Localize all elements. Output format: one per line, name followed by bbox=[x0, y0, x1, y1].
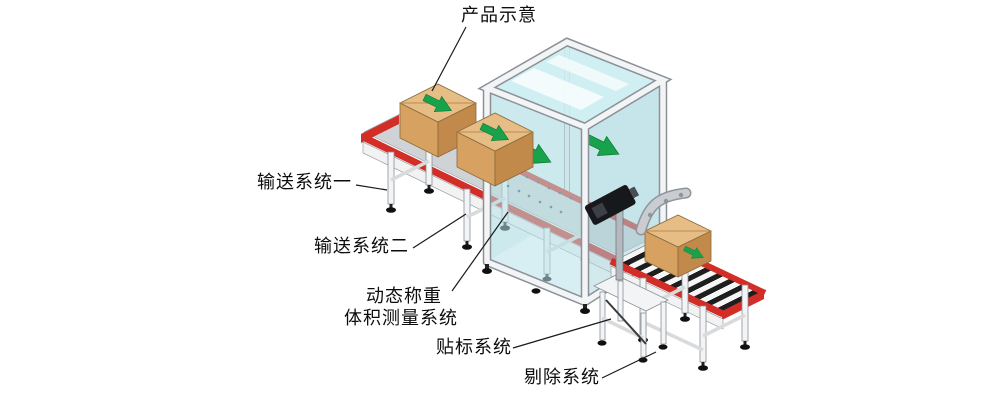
applicator-arm bbox=[637, 189, 690, 234]
labeling-unit bbox=[584, 185, 692, 363]
leader-rejecting bbox=[601, 351, 657, 379]
outfeed-front-rail bbox=[609, 257, 725, 318]
leader-lines bbox=[355, 26, 657, 379]
label-conveyor-two: 输送系统二 bbox=[314, 236, 409, 257]
arm-hole bbox=[663, 198, 669, 204]
leader-conveyor-two bbox=[412, 213, 467, 249]
infeed-crossbar bbox=[390, 159, 430, 182]
cabinet-foot bbox=[531, 288, 541, 294]
label-labeling: 贴标系统 bbox=[436, 337, 512, 358]
leader-labeling bbox=[512, 318, 612, 349]
arm-hole bbox=[647, 212, 653, 218]
glass-highlight bbox=[511, 68, 604, 110]
outfeed-crossbar bbox=[642, 320, 704, 352]
label-product: 产品示意 bbox=[461, 5, 537, 26]
leveling-foot bbox=[680, 316, 690, 322]
label-weighing-line2: 体积测量系统 bbox=[344, 308, 458, 329]
leader-conveyor-one bbox=[355, 184, 388, 191]
labeler-stand-leg bbox=[617, 280, 624, 322]
labeler-stand-leg bbox=[660, 301, 667, 345]
arm-hole bbox=[678, 192, 684, 198]
outfeed-crossbar bbox=[702, 313, 746, 338]
reject-conveyor bbox=[609, 237, 767, 371]
product-box-3 bbox=[644, 214, 712, 278]
product-box-1 bbox=[399, 83, 477, 158]
leader-product bbox=[431, 26, 467, 92]
leveling-foot bbox=[698, 365, 708, 371]
cabinet-foot bbox=[482, 268, 492, 274]
cabinet-foot bbox=[580, 308, 590, 314]
product-box-2 bbox=[456, 112, 534, 187]
leveling-foot bbox=[386, 207, 396, 213]
labeler-pole bbox=[615, 209, 624, 281]
label-rejecting: 剔除系统 bbox=[524, 367, 600, 388]
infeed-end-cap bbox=[361, 115, 399, 143]
label-print-head bbox=[584, 185, 640, 225]
labeler-stand-leg bbox=[599, 291, 606, 341]
leveling-foot bbox=[424, 188, 434, 194]
leveling-foot bbox=[658, 344, 668, 350]
label-weighing-line1: 动态称重 bbox=[366, 286, 442, 307]
labeler-stand-leg bbox=[640, 312, 647, 358]
leveling-foot bbox=[597, 340, 607, 346]
label-conveyor-one: 输送系统一 bbox=[257, 172, 352, 193]
leader-weighing bbox=[451, 211, 509, 292]
outfeed-leg bbox=[741, 284, 749, 342]
glass-highlight bbox=[546, 55, 629, 91]
labeler-stand-top bbox=[593, 274, 669, 312]
leveling-foot bbox=[462, 244, 472, 250]
reject-pusher-rod bbox=[605, 299, 647, 345]
leveling-foot bbox=[740, 344, 750, 350]
